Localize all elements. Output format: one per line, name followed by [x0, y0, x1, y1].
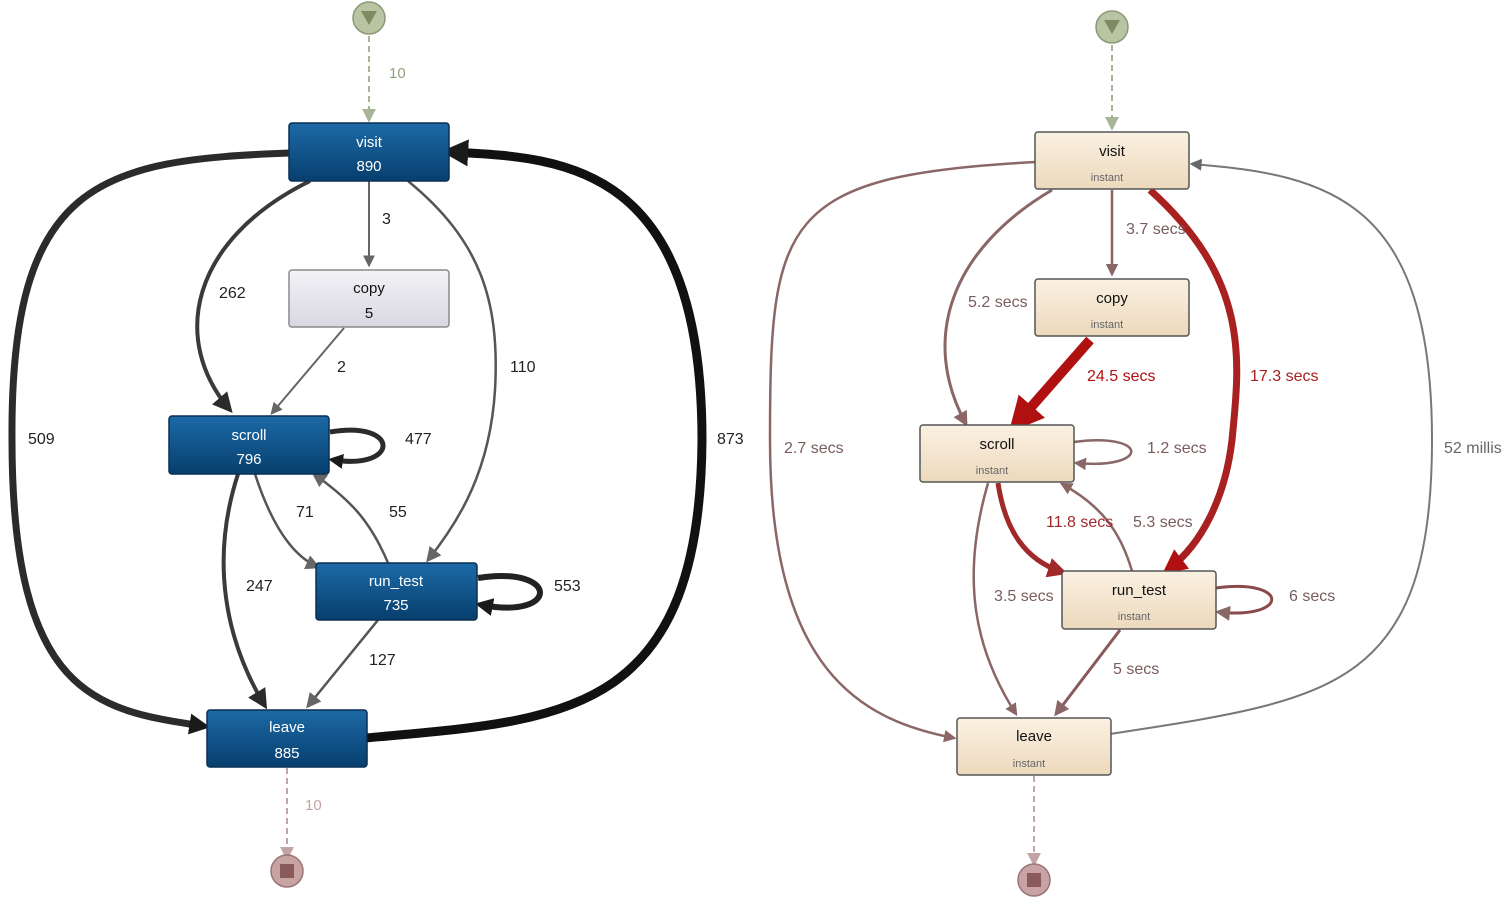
node-duration: instant	[976, 465, 1008, 477]
end-node[interactable]	[270, 854, 304, 888]
edge-label-start: 10	[389, 65, 406, 82]
node-count: 735	[383, 597, 408, 614]
edge-label-runtest-leave: 127	[369, 652, 396, 669]
edge-label-runtest-scroll: 55	[389, 504, 407, 521]
edge-label-visit-leave: 509	[28, 431, 55, 448]
edge-visit-runtest	[1147, 187, 1241, 574]
node-visit[interactable]: visit instant	[1034, 131, 1190, 190]
node-name: copy	[353, 280, 385, 297]
edge-label-visit-scroll: 262	[219, 285, 246, 302]
edge-runtest-leave	[306, 619, 379, 709]
node-duration: instant	[1013, 758, 1045, 770]
edge-label-visit-runtest: 17.3 secs	[1250, 368, 1318, 385]
node-duration: instant	[1118, 611, 1150, 623]
stop-icon	[280, 864, 294, 878]
node-name: leave	[1016, 728, 1052, 745]
edge-scroll-leave	[972, 482, 1018, 717]
node-name: run_test	[1112, 582, 1167, 599]
edge-label-runtest-leave: 5 secs	[1113, 661, 1159, 678]
node-copy[interactable]: copy instant	[1034, 278, 1190, 337]
node-duration: instant	[1091, 319, 1123, 331]
edge-label-scroll-runtest: 11.8 secs	[1046, 514, 1113, 531]
edge-leave-visit	[1109, 158, 1434, 735]
node-name: leave	[269, 719, 305, 736]
edge-visit-scroll	[943, 188, 1053, 427]
edge-visit-leave	[8, 149, 291, 735]
edge-visit-scroll	[195, 179, 311, 414]
start-node[interactable]	[1095, 10, 1129, 44]
edge-label-visit-copy: 3.7 secs	[1126, 221, 1186, 238]
edge-label-visit-leave: 2.7 secs	[784, 440, 844, 457]
node-run-test[interactable]: run_test 735	[315, 562, 478, 621]
start-node[interactable]	[352, 1, 386, 35]
edge-label-runtest-self: 553	[554, 578, 581, 595]
edge-label-copy-scroll: 24.5 secs	[1087, 368, 1155, 385]
node-scroll[interactable]: scroll instant	[919, 424, 1075, 483]
frequency-map: 10 3 262 110 509 2 477 71 55 247 553 127…	[8, 1, 744, 888]
node-copy[interactable]: copy 5	[288, 269, 450, 328]
play-down-icon	[361, 11, 377, 25]
edge-scroll-runtest	[995, 482, 1068, 578]
edge-leave-visit	[365, 139, 707, 743]
performance-map: 3.7 secs 5.2 secs 24.5 secs 17.3 secs 2.…	[768, 10, 1502, 897]
node-name: visit	[356, 134, 383, 151]
node-name: scroll	[231, 427, 266, 444]
node-count: 5	[365, 305, 373, 322]
node-name: copy	[1096, 290, 1128, 307]
node-visit[interactable]: visit 890	[288, 122, 450, 182]
end-node[interactable]	[1017, 863, 1051, 897]
node-count: 885	[274, 745, 299, 762]
edge-label-scroll-self: 477	[405, 431, 432, 448]
edge-runtest-scroll	[1059, 482, 1134, 572]
edge-visit-leave	[768, 160, 1037, 743]
node-count: 890	[356, 158, 381, 175]
edge-copy-scroll	[1008, 336, 1094, 433]
edge-label-scroll-runtest: 71	[296, 504, 314, 521]
edge-label-scroll-leave: 3.5 secs	[994, 588, 1054, 605]
play-down-icon	[1104, 20, 1120, 34]
edge-visit-runtest	[407, 180, 497, 563]
edge-label-copy-scroll: 2	[337, 359, 346, 376]
stop-icon	[1027, 873, 1041, 887]
edge-scroll-self	[1073, 439, 1133, 471]
edge-label-scroll-leave: 247	[246, 578, 273, 595]
edge-label-end: 10	[305, 797, 322, 814]
edge-label-runtest-scroll: 5.3 secs	[1133, 514, 1193, 531]
node-name: scroll	[979, 436, 1014, 453]
edge-runtest-self	[474, 573, 543, 616]
edge-runtest-leave	[1054, 629, 1122, 717]
node-name: run_test	[369, 573, 424, 590]
node-name: visit	[1099, 143, 1126, 160]
edge-scroll-self	[328, 427, 386, 469]
node-run-test[interactable]: run_test instant	[1061, 570, 1217, 630]
edge-label-visit-scroll: 5.2 secs	[968, 294, 1028, 311]
edge-runtest-self	[1215, 585, 1274, 621]
edge-copy-scroll	[270, 327, 345, 415]
edge-label-runtest-self: 6 secs	[1289, 588, 1335, 605]
node-count: 796	[236, 451, 261, 468]
edge-label-leave-visit: 873	[717, 431, 744, 448]
edge-scroll-runtest	[253, 473, 321, 570]
edge-label-visit-runtest: 110	[510, 359, 536, 376]
node-scroll[interactable]: scroll 796	[168, 415, 330, 475]
edge-label-visit-copy: 3	[382, 211, 391, 228]
edge-label-leave-visit: 52 millis	[1444, 440, 1502, 457]
node-leave[interactable]: leave 885	[206, 709, 368, 768]
edge-runtest-scroll	[311, 472, 390, 564]
node-leave[interactable]: leave instant	[956, 717, 1112, 776]
edge-label-scroll-self: 1.2 secs	[1147, 440, 1207, 457]
edge-scroll-leave	[221, 473, 268, 710]
node-duration: instant	[1091, 172, 1123, 184]
